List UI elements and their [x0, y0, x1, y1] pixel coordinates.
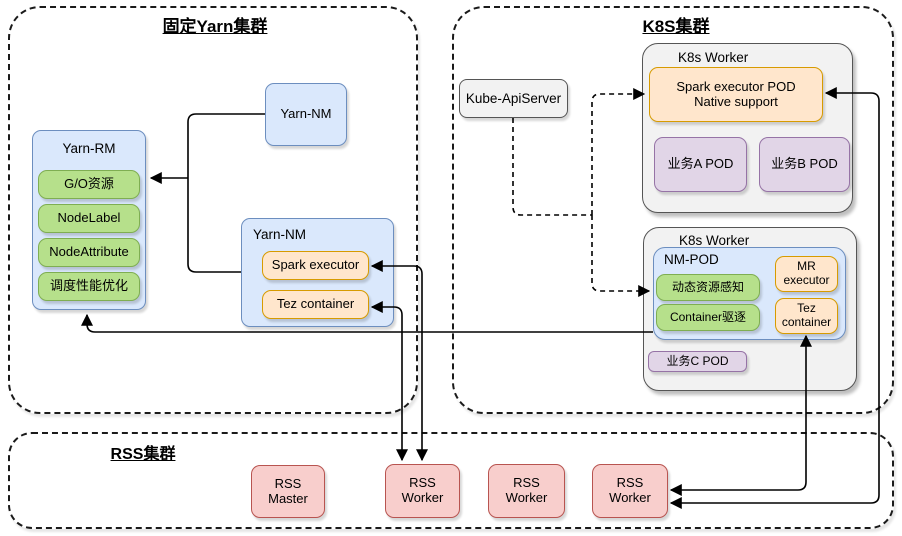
rss-worker-2-line1: RSS — [513, 475, 540, 491]
yarn-rm-feature-sched-optimization: 调度性能优化 — [38, 272, 140, 301]
rss-worker-2-node: RSS Worker — [488, 464, 565, 518]
yarn-rm-feature-nodeattribute: NodeAttribute — [38, 238, 140, 267]
yarn-rm-feature-nodelabel: NodeLabel — [38, 204, 140, 233]
k8s-cluster-title: K8S集群 — [642, 17, 710, 36]
rss-worker-1-line2: Worker — [401, 490, 444, 505]
yarn-cluster-title: 固定Yarn集群 — [162, 17, 268, 36]
rss-master-line1: RSS — [274, 475, 302, 491]
yarn-rm-feature-go-resource: G/O资源 — [38, 170, 140, 199]
yarn-rm-title: Yarn-RM — [62, 141, 116, 156]
nm-pod-title: NM-POD — [664, 252, 719, 267]
rss-worker-2-line2: Worker — [505, 490, 548, 505]
rss-worker-3-line1: RSS — [616, 475, 644, 491]
yarn-nm-top-node: Yarn-NM — [265, 83, 347, 146]
spark-executor-pod-line2: Native support — [694, 93, 778, 109]
yarn-spark-executor-node: Spark executor — [262, 251, 369, 280]
yarn-tez-container-node: Tez container — [262, 290, 369, 319]
rss-worker-3-line2: Worker — [609, 490, 651, 505]
rss-worker-3-node: RSS Worker — [592, 464, 668, 518]
business-b-pod-node: 业务B POD — [759, 137, 850, 192]
mr-executor-node: MR executor — [775, 256, 838, 292]
rss-master-node: RSS Master — [251, 465, 325, 518]
yarn-cluster-outline — [8, 6, 418, 414]
nm-pod-feature-dynamic-resource: 动态资源感知 — [656, 274, 760, 301]
rss-cluster-outline — [8, 432, 894, 529]
business-a-pod-node: 业务A POD — [654, 137, 747, 192]
business-c-pod-node: 业务C POD — [648, 351, 747, 372]
rss-worker-1-node: RSS Worker — [385, 464, 460, 518]
rss-cluster-title: RSS集群 — [110, 446, 176, 463]
spark-executor-pod-line1: Spark executor POD — [676, 78, 796, 94]
rss-master-line2: Master — [268, 490, 308, 506]
yarn-nm-bottom-title: Yarn-NM — [253, 227, 307, 242]
rss-worker-1-line1: RSS — [409, 475, 436, 491]
kube-apiserver-node: Kube-ApiServer — [459, 79, 568, 118]
tez-container-pod-node: Tez container — [775, 298, 838, 334]
k8s-worker-top-title: K8s Worker — [678, 50, 749, 65]
nm-pod-feature-container-evict: Container驱逐 — [656, 304, 760, 331]
spark-executor-pod-node: Spark executor POD Native support — [649, 67, 823, 122]
